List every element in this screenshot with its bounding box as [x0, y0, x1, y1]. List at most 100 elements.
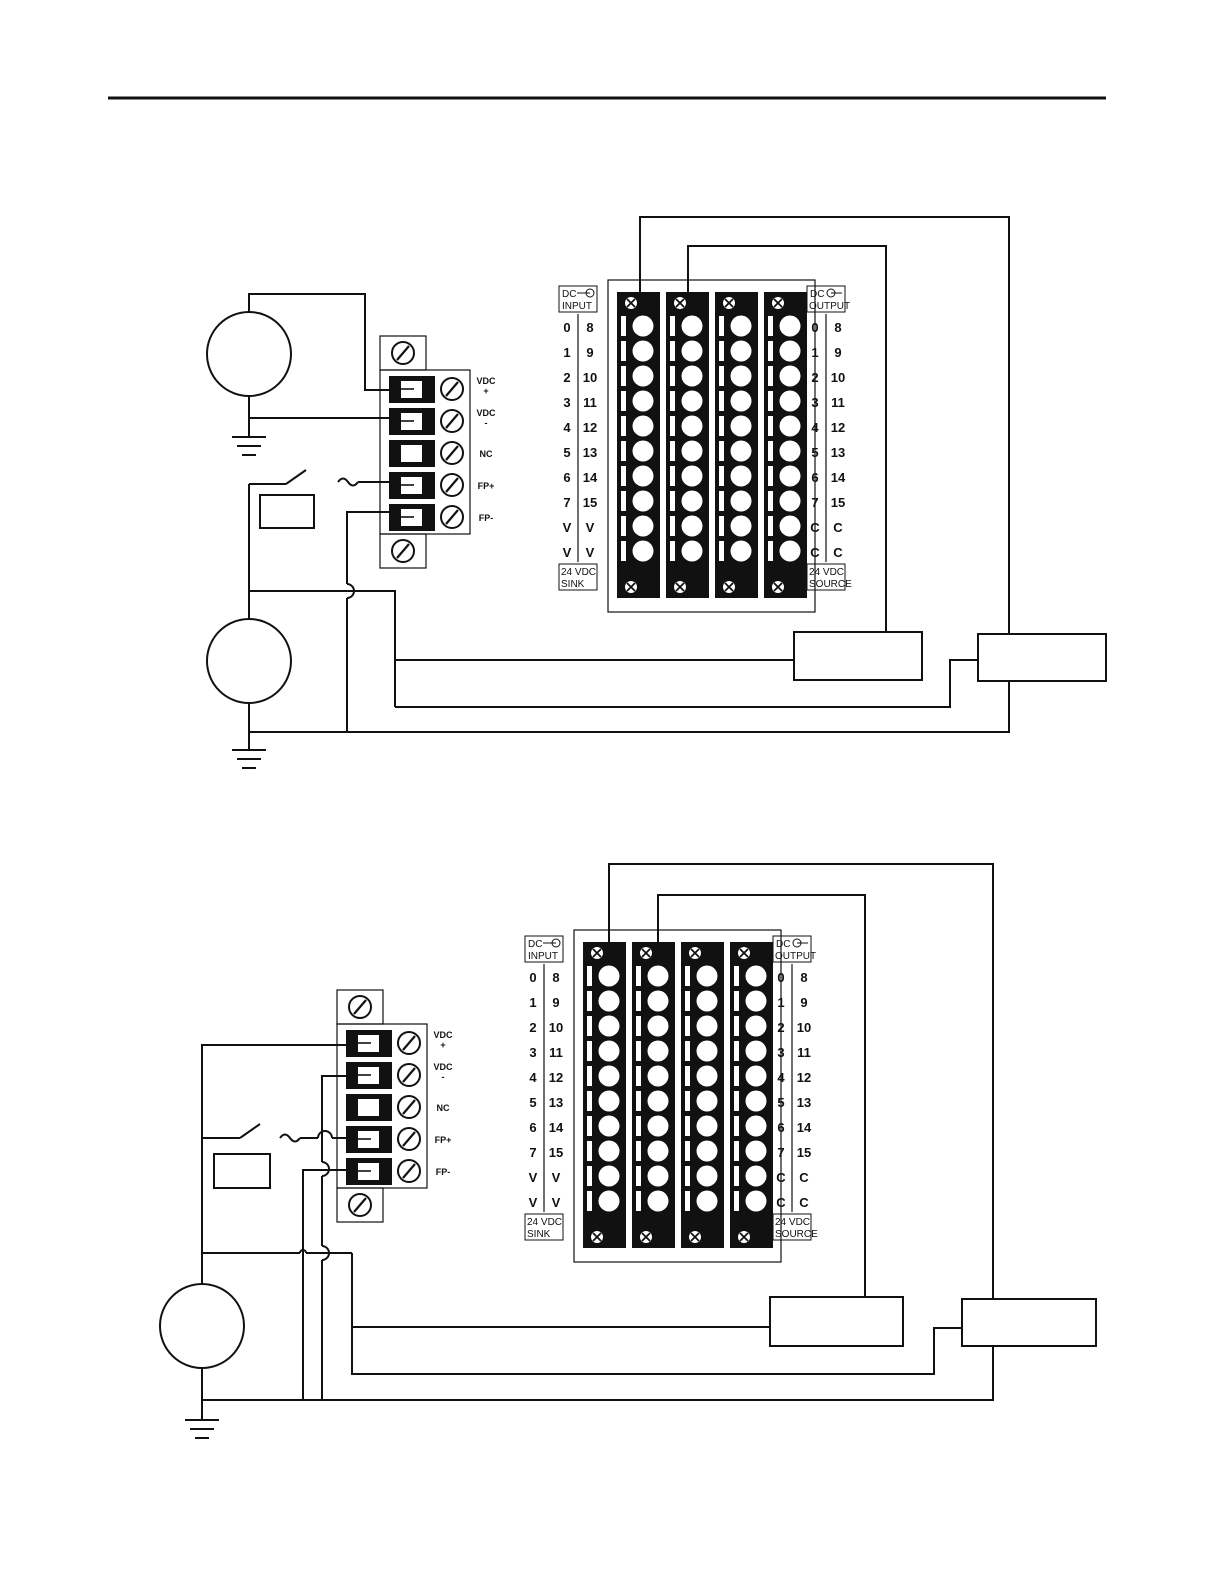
device-box-b [769, 1296, 904, 1347]
input-terminal-number: V [586, 545, 595, 560]
x-screw-icon [738, 947, 750, 959]
input-footer-voltage: 24 VDC [527, 1217, 562, 1228]
ground-icon [232, 396, 266, 456]
output-symbol-icon [792, 938, 808, 948]
input-terminal-number: 6 [529, 1120, 536, 1135]
device-box-2 [977, 633, 1107, 682]
x-screw-icon [640, 1231, 652, 1243]
switch-icon [249, 469, 307, 485]
terminal-slot-1 [346, 1030, 392, 1057]
screw-icon [348, 995, 372, 1019]
output-header: OUTPUT [775, 951, 816, 962]
ground-icon-2 [232, 703, 266, 769]
screw-icon [397, 1063, 421, 1087]
input-header: INPUT [562, 301, 592, 312]
output-terminal-number: 0 [777, 970, 784, 985]
input-terminal-number: V [529, 1170, 538, 1185]
input-terminal-number: V [563, 520, 572, 535]
output-terminal-number: 4 [777, 1070, 785, 1085]
output-terminal-number: 5 [811, 445, 818, 460]
screw-icon [440, 377, 464, 401]
input-terminal-number: 3 [563, 395, 570, 410]
terminal-label-sign: - [442, 1072, 445, 1082]
output-terminal-number: 3 [811, 395, 818, 410]
screw-icon [440, 505, 464, 529]
terminal-label-sign: + [440, 1040, 445, 1050]
input-terminal-number: 13 [549, 1095, 563, 1110]
x-screw-icon [591, 1231, 603, 1243]
output-header: OUTPUT [809, 301, 850, 312]
output-header-dc: DC [810, 289, 824, 300]
input-terminal-number: V [552, 1195, 561, 1210]
output-terminal-number: 4 [811, 420, 819, 435]
output-terminal-number: 15 [797, 1145, 811, 1160]
input-terminal-number: 10 [583, 370, 597, 385]
output-terminal-number: 12 [831, 420, 845, 435]
input-terminal-number: 11 [583, 395, 597, 410]
input-header-dc: DC [562, 289, 576, 300]
x-screw-icon [625, 297, 637, 309]
output-terminal-number: 11 [831, 395, 845, 410]
input-terminal-number: 12 [549, 1070, 563, 1085]
terminal-label: VDC [433, 1030, 453, 1040]
output-terminal-number: 7 [811, 495, 818, 510]
screw-icon [391, 539, 415, 563]
terminal-strip-2 [632, 942, 675, 1248]
output-terminal-number: 1 [777, 995, 784, 1010]
output-terminal-number: 6 [777, 1120, 784, 1135]
output-terminal-number: C [776, 1195, 786, 1210]
input-terminal-number: 15 [549, 1145, 563, 1160]
output-terminal-number: 14 [797, 1120, 812, 1135]
output-terminal-number: 0 [811, 320, 818, 335]
input-terminal-number: 14 [549, 1120, 564, 1135]
terminal-label: NC [437, 1103, 450, 1113]
power-supply-circle [206, 311, 292, 397]
terminal-strip-1 [617, 292, 660, 598]
terminal-label: FP+ [435, 1135, 452, 1145]
output-terminal-number: 13 [797, 1095, 811, 1110]
input-header-dc: DC [528, 939, 542, 950]
input-terminal-number: V [529, 1195, 538, 1210]
output-terminal-number: 1 [811, 345, 818, 360]
output-footer-voltage: 24 VDC [809, 567, 844, 578]
x-screw-icon [689, 947, 701, 959]
power-supply-circle-b [159, 1283, 245, 1369]
terminal-strip-4 [730, 942, 773, 1248]
terminal-strip-2 [666, 292, 709, 598]
input-terminal-number: 6 [563, 470, 570, 485]
device-box [793, 631, 923, 681]
input-terminal-number: 5 [529, 1095, 536, 1110]
output-terminal-number: 10 [797, 1020, 811, 1035]
output-footer-type: SOURCE [775, 1229, 818, 1240]
input-header: INPUT [528, 951, 558, 962]
input-terminal-number: 0 [529, 970, 536, 985]
output-terminal-number: 14 [831, 470, 846, 485]
input-terminal-number: 1 [563, 345, 570, 360]
screw-icon [391, 341, 415, 365]
output-terminal-number: 8 [834, 320, 841, 335]
terminal-slot-2 [389, 408, 435, 435]
output-terminal-number: C [810, 545, 820, 560]
terminal-label: NC [480, 449, 493, 459]
input-terminal-number: 13 [583, 445, 597, 460]
x-screw-icon [591, 947, 603, 959]
terminal-label: FP+ [478, 481, 495, 491]
terminal-slot-3 [346, 1094, 392, 1121]
input-terminal-number: V [586, 520, 595, 535]
output-terminal-number: C [776, 1170, 786, 1185]
input-terminal-number: 14 [583, 470, 598, 485]
output-terminal-number: 10 [831, 370, 845, 385]
terminal-label-sign: - [485, 418, 488, 428]
x-screw-icon [625, 581, 637, 593]
terminal-label-sign: + [483, 386, 488, 396]
terminal-strip-4 [764, 292, 807, 598]
x-screw-icon [640, 947, 652, 959]
screw-icon [397, 1095, 421, 1119]
wire-vdc-plus [248, 293, 392, 391]
x-screw-icon [674, 297, 686, 309]
